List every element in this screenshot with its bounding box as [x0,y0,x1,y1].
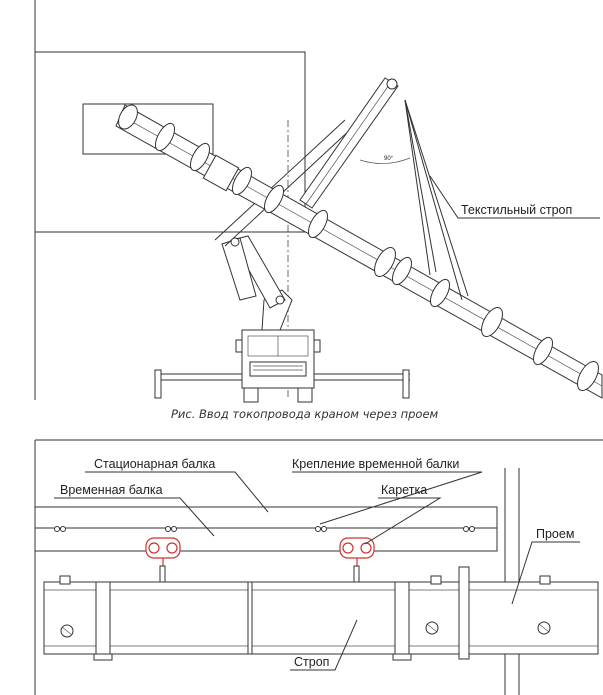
textile-sling [404,99,469,301]
label-sling: Строп [294,655,329,669]
leader-temp-beam-mount [292,471,483,525]
bolt [54,526,60,532]
crane-truck [154,329,410,403]
angle-arc [359,157,411,164]
stationary-beam [34,506,498,552]
carriage-right [339,537,375,566]
figure-crane-installation: 90° Текстильный строп Рис. Ввод токопров… [34,0,603,421]
carriage-left [145,537,181,566]
label-carriage: Каретка [381,483,427,497]
bolt [60,526,66,532]
bolt [165,526,171,532]
bolt [315,526,321,532]
leader-stationary-beam [85,471,269,513]
leader-sling [290,619,358,671]
busduct-section [43,566,599,661]
label-temp-beam: Временная балка [60,483,163,497]
bolt [171,526,177,532]
angle-mark: 90° [384,156,394,162]
leader-strop [429,175,600,219]
busduct-pipe [115,104,603,399]
label-temp-beam-mount: Крепление временной балки [292,457,459,471]
wall-outline [35,51,306,233]
leader-temp-beam [54,497,215,537]
figure1-caption: Рис. Ввод токопровода краном через проем [171,407,439,421]
label-stationary-beam: Стационарная балка [94,457,215,471]
bolt [463,526,469,532]
label-textile-sling: Текстильный строп [461,203,572,217]
bolt [469,526,475,532]
crane-arm [214,77,399,331]
label-opening: Проем [536,527,574,541]
leader-carriage [364,497,442,545]
bolt [321,526,327,532]
leader-opening [511,541,580,605]
detail-frame [82,103,214,155]
figure-beam-trolley: Стационарная балка Крепление временной б… [34,439,603,695]
